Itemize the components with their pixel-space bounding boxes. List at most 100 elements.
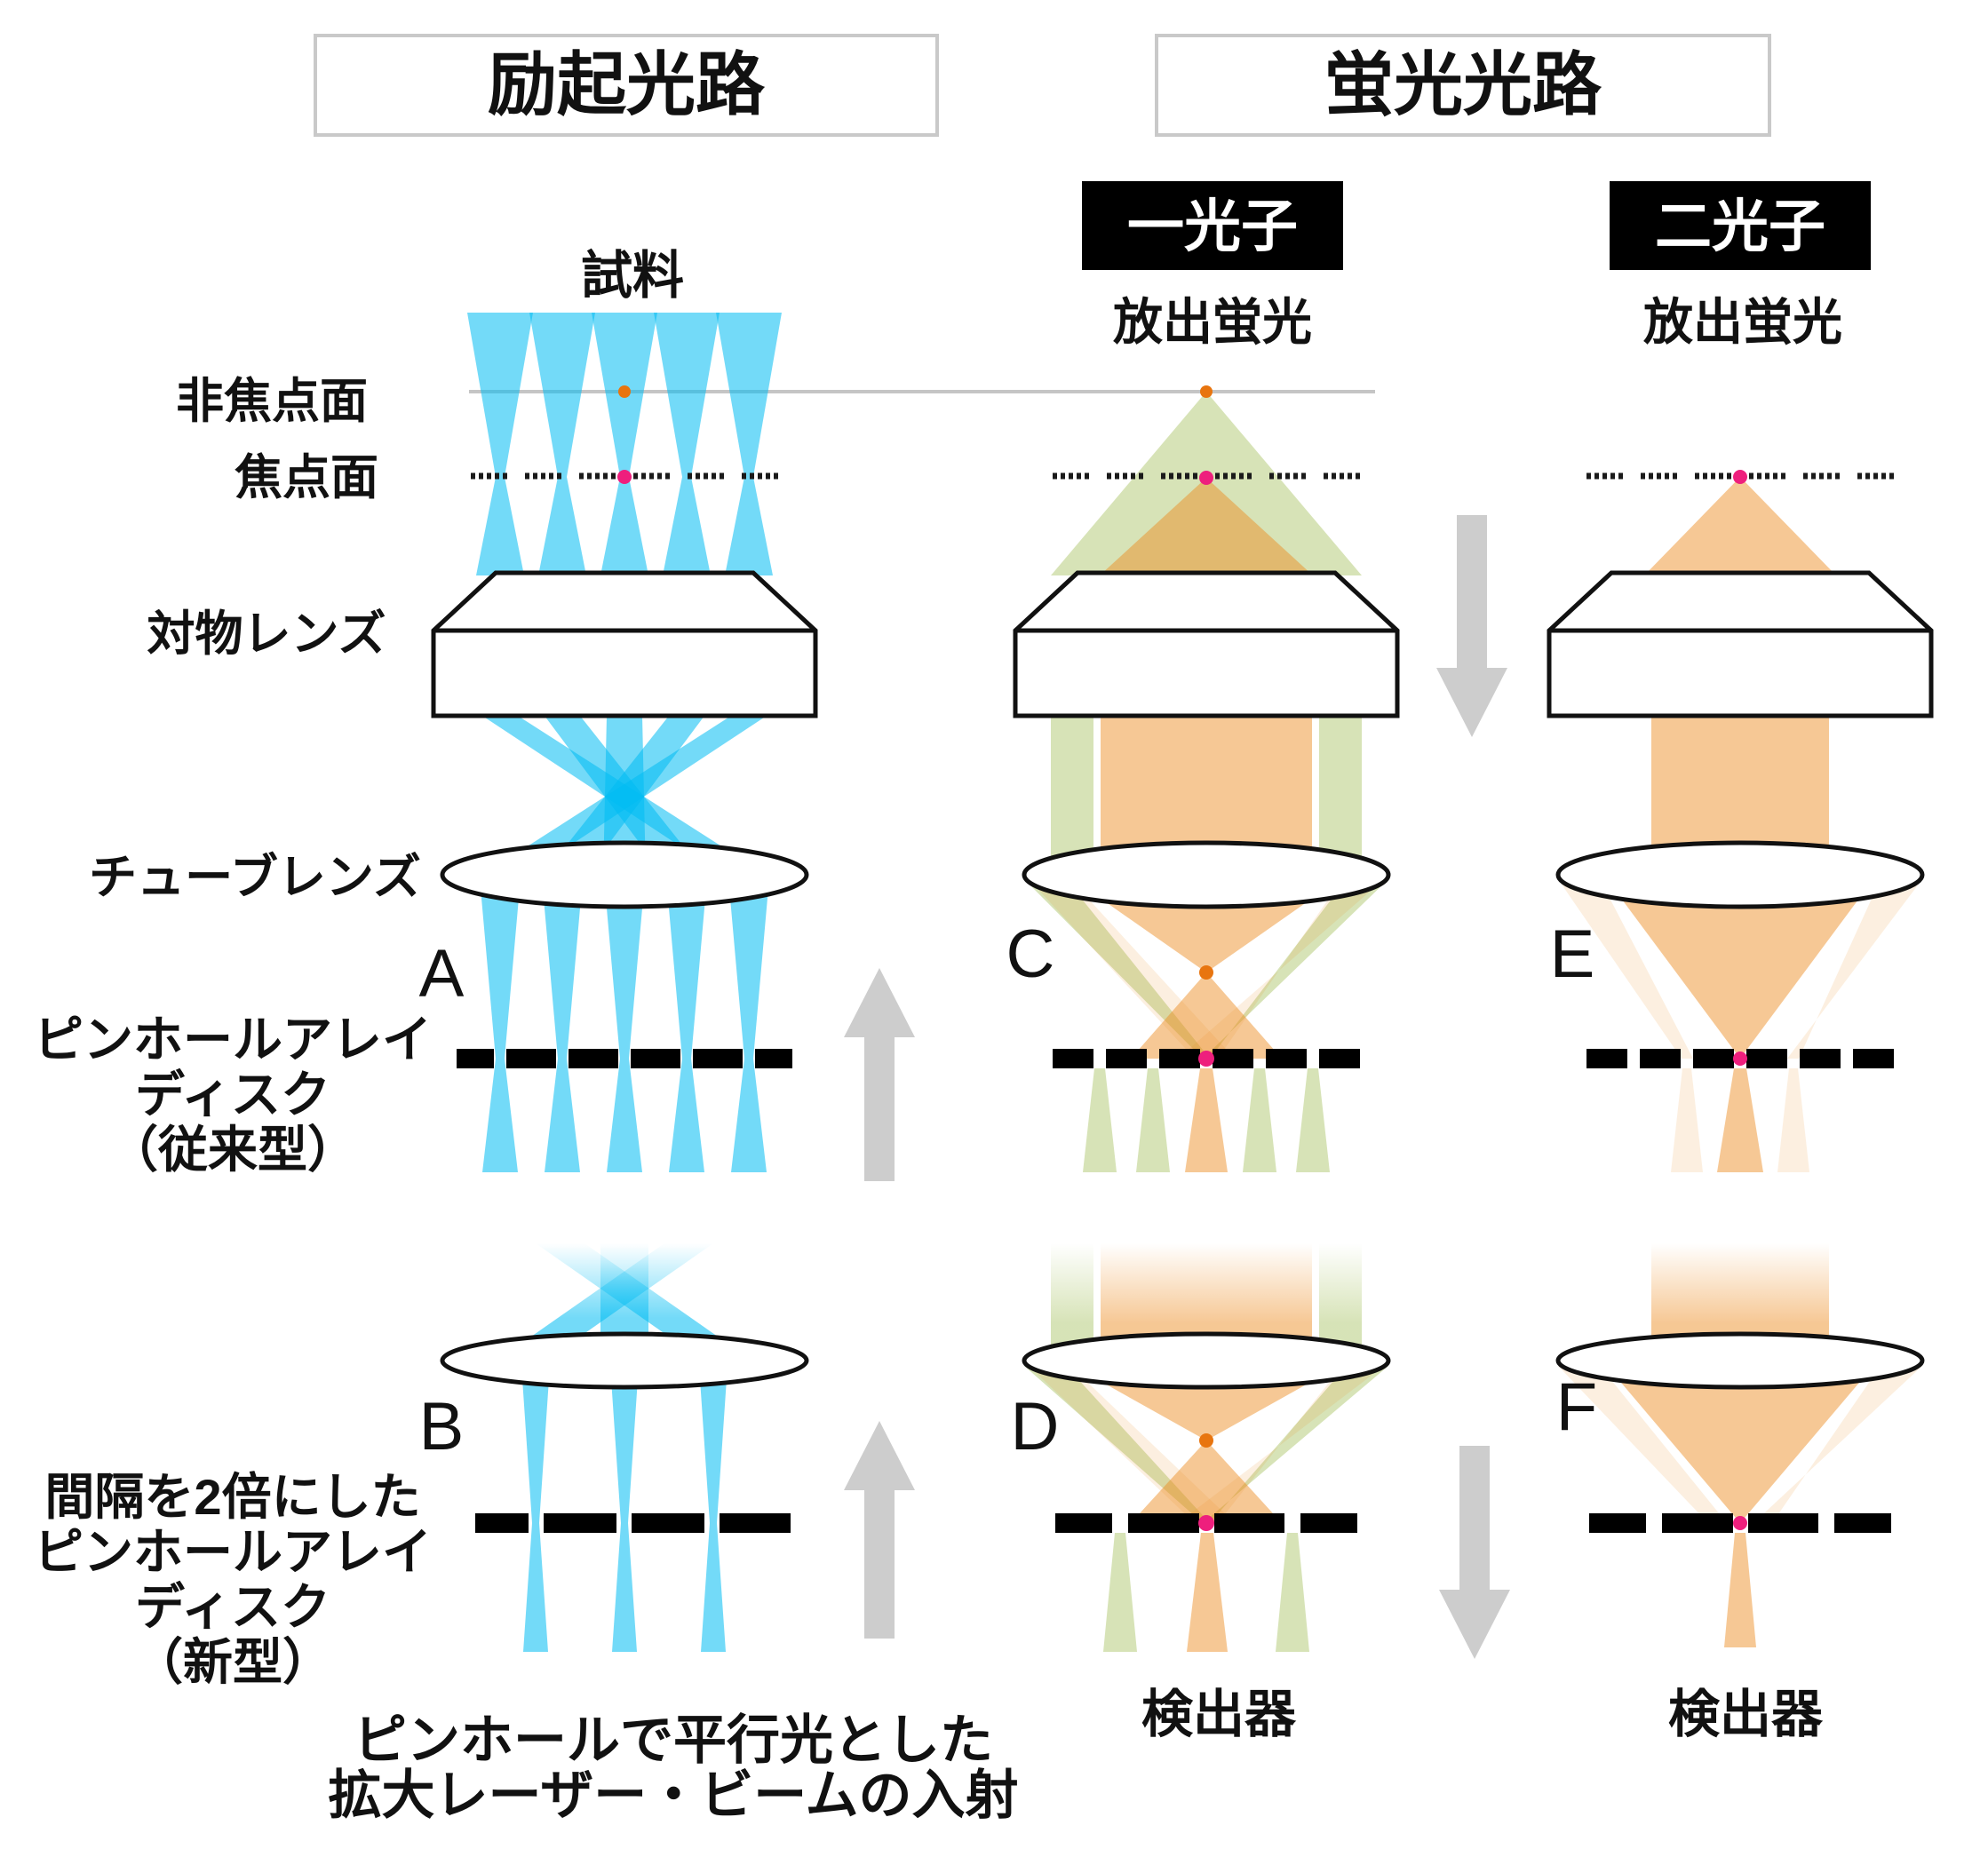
tube-lens-shape	[1555, 840, 1925, 909]
pinhole-dash	[1106, 1049, 1147, 1068]
pinhole-dash	[1662, 1513, 1733, 1533]
green-cone-to-pinhole	[1024, 879, 1210, 1059]
pinhole-dash	[1266, 1049, 1307, 1068]
pinhole-dash	[569, 1049, 618, 1068]
pinhole-dash	[1214, 1513, 1284, 1533]
green-band-fade	[1051, 1243, 1093, 1357]
pinhole-dash	[1640, 1049, 1681, 1068]
pinhole-conventional-label-line1: ピンホールアレイ	[34, 1012, 432, 1067]
incident-note-line1: ピンホールで平行光とした	[354, 1710, 993, 1770]
pinhole-new-label-line1: 間隔を2倍にした	[44, 1469, 420, 1525]
pinhole-new-label-line4: （新型）	[133, 1634, 332, 1690]
pinhole-dash	[1213, 1049, 1253, 1068]
excitation-beam-pinhole	[610, 1366, 639, 1652]
focus-point	[1733, 1052, 1747, 1066]
excitation-beam-fade	[600, 1243, 648, 1337]
off-focus-point	[1199, 1433, 1213, 1448]
excitation-title-box	[314, 34, 939, 137]
excitation-beam-cross	[479, 716, 767, 877]
tube-lens-shape	[440, 840, 809, 909]
down-arrow	[1436, 515, 1507, 737]
pinhole-dash	[1128, 1513, 1199, 1533]
tube-lens-shape	[1555, 1331, 1925, 1390]
excitation-beam-pinhole	[667, 888, 706, 1172]
focus-point	[1198, 1051, 1214, 1067]
pinhole-dash	[1800, 1049, 1841, 1068]
pinhole-dash	[1055, 1513, 1112, 1533]
green-band	[1319, 716, 1362, 875]
green-fan	[1243, 1068, 1276, 1172]
focus-point	[1199, 471, 1213, 485]
off-focus-point	[1199, 965, 1213, 980]
orange-fan	[1187, 1533, 1228, 1652]
excitation-beam-pinhole	[605, 888, 644, 1172]
off-focus-point	[1200, 385, 1213, 398]
pale-cone	[1029, 879, 1235, 1059]
pinhole-dash	[1053, 1049, 1093, 1068]
green-cone-to-pinhole	[1024, 1366, 1210, 1523]
two-photon-tag-box	[1610, 181, 1871, 270]
pale-fan	[1777, 1068, 1809, 1172]
pale-cone	[1753, 1366, 1922, 1523]
pale-cone	[1558, 879, 1693, 1059]
pinhole-dash	[1586, 1049, 1627, 1068]
pinhole-dash	[1300, 1513, 1357, 1533]
excitation-beam-pinhole	[521, 1366, 550, 1652]
panel-letter-f: F	[1556, 1369, 1597, 1445]
panel-letter-a: A	[419, 936, 465, 1012]
panel-letter-b: B	[419, 1389, 465, 1464]
pinhole-dash	[631, 1049, 680, 1068]
pinhole-dash	[457, 1049, 494, 1068]
tube-lens-label: チューブレンズ	[89, 850, 421, 904]
pinhole-disk-conventional-row	[457, 1049, 1894, 1068]
emitted-fluorescence-label: 放出蛍光	[1643, 294, 1842, 350]
up-arrow	[844, 968, 915, 1181]
orange-fan	[1185, 1068, 1228, 1172]
excitation-beam	[592, 313, 657, 575]
objective-lens-label: 対物レンズ	[147, 607, 386, 661]
pale-cone	[1029, 1366, 1235, 1523]
tube-lens-shape	[1022, 840, 1391, 909]
excitation-beam-pinhole	[729, 888, 768, 1172]
pale-cone	[1787, 879, 1922, 1059]
two-photon-tag: 二光子	[1655, 194, 1825, 258]
focus-point	[1733, 470, 1747, 484]
orange-cone-to-pinhole	[1607, 879, 1873, 1059]
pinhole-dash	[1853, 1049, 1894, 1068]
pinhole-dash	[1748, 1513, 1818, 1533]
pale-fan	[1671, 1068, 1703, 1172]
objective-lens-shape	[1013, 570, 1400, 718]
excitation-beam-pinhole	[481, 888, 520, 1172]
pale-cone	[1178, 879, 1384, 1059]
pinhole-conventional-label-line3: （従来型）	[108, 1122, 357, 1178]
green-band-fade	[1319, 1243, 1362, 1357]
detector-label: 検出器	[1668, 1686, 1824, 1743]
guide-arrows	[844, 515, 1510, 1659]
pinhole-disk-new-row	[475, 1513, 1891, 1533]
pinhole-dash	[720, 1513, 791, 1533]
pale-cone	[1558, 1366, 1727, 1523]
green-fan	[1296, 1068, 1330, 1172]
focus-point	[617, 470, 632, 484]
excitation-beam	[716, 313, 782, 575]
excitation-beam-pinhole	[543, 888, 582, 1172]
pinhole-dash	[1746, 1049, 1787, 1068]
off-focus-plane-label: 非焦点面	[176, 375, 368, 428]
pinhole-conventional-label-line2: ディスク	[135, 1067, 330, 1123]
tube-lens-shape	[440, 1331, 809, 1390]
excitation-title: 励起光路	[488, 45, 766, 123]
pinhole-dash	[632, 1513, 704, 1533]
excitation-beam	[529, 313, 595, 575]
orange-fan	[1724, 1533, 1756, 1647]
pinhole-dash	[1319, 1049, 1360, 1068]
pinhole-new-label-line2: ピンホールアレイ	[34, 1524, 432, 1580]
pinhole-dash	[1834, 1513, 1891, 1533]
one-photon-tag: 一光子	[1127, 194, 1298, 258]
orange-cone-sample	[1100, 478, 1313, 575]
pinhole-dash	[1159, 1049, 1200, 1068]
pale-cone	[1178, 1366, 1384, 1523]
fluorescence-title-box	[1155, 34, 1771, 137]
excitation-beam	[654, 313, 720, 575]
down-arrow	[1439, 1446, 1510, 1659]
